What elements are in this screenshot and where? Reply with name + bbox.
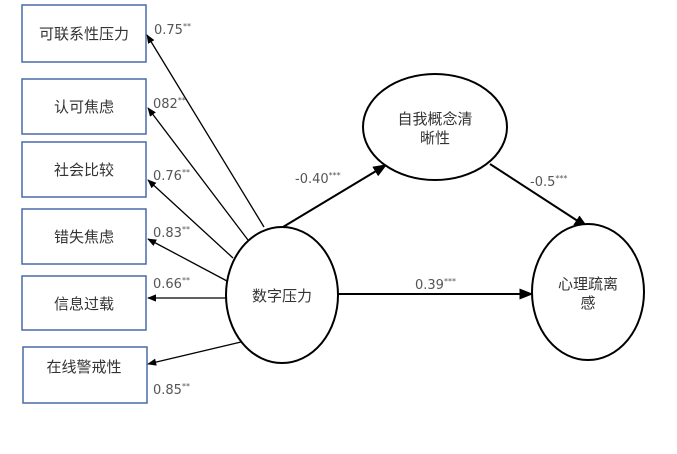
indicator-box-fomo: 错失焦虑 xyxy=(21,208,147,265)
latent-label: 数字压力 xyxy=(252,287,312,305)
svg-text:0.39***: 0.39*** xyxy=(415,277,456,293)
indicator-box-social-comparison: 社会比较 xyxy=(21,141,147,198)
loading-arrow-4 xyxy=(147,238,228,282)
svg-text:0.76**: 0.76** xyxy=(153,168,190,184)
indicator-label: 错失焦虑 xyxy=(54,228,114,246)
svg-text:0.66**: 0.66** xyxy=(153,276,190,292)
latent-label-line1: 自我概念清 xyxy=(397,110,472,128)
loading-arrow-1 xyxy=(146,34,265,228)
svg-text:-0.40***: -0.40*** xyxy=(295,171,341,187)
svg-text:-0.5***: -0.5*** xyxy=(530,174,567,190)
indicator-label: 信息过载 xyxy=(54,295,114,313)
latent-psychological-alienation: 心理疏离 感 xyxy=(531,223,645,361)
path-coef-selfconcept-alienation: -0.5*** xyxy=(530,174,567,190)
indicator-box-information-overload: 信息过载 xyxy=(21,275,147,331)
loading-coef-6: 0.85** xyxy=(153,382,190,398)
loading-coef-2: 082** xyxy=(153,96,186,112)
loading-coef-4: 0.83** xyxy=(153,225,190,241)
indicator-box-approval-anxiety: 认可焦虑 xyxy=(21,78,147,135)
indicator-label: 在线警戒性 xyxy=(46,358,121,376)
path-selfconcept-to-alienation xyxy=(489,163,589,228)
loading-coef-3: 0.76** xyxy=(153,168,190,184)
latent-label-line1: 心理疏离 xyxy=(558,275,618,293)
latent-label-line2: 感 xyxy=(580,294,595,312)
loading-coef-5: 0.66** xyxy=(153,276,190,292)
path-stress-to-selfconcept xyxy=(282,164,388,228)
path-coef-stress-alienation: 0.39*** xyxy=(415,277,456,293)
latent-label-line2: 晰性 xyxy=(420,129,450,147)
indicator-label: 认可焦虑 xyxy=(54,98,114,116)
loading-arrow-3 xyxy=(147,179,234,259)
svg-text:0.83**: 0.83** xyxy=(153,225,190,241)
svg-text:0.85**: 0.85** xyxy=(153,382,190,398)
path-coef-stress-selfconcept: -0.40*** xyxy=(295,171,341,187)
loading-arrow-2 xyxy=(147,107,249,241)
indicator-box-connectivity-pressure: 可联系性压力 xyxy=(21,4,147,63)
indicator-box-online-vigilance: 在线警戒性 xyxy=(22,346,148,404)
latent-digital-stress: 数字压力 xyxy=(225,226,339,364)
indicator-label: 可联系性压力 xyxy=(39,25,129,43)
svg-text:082**: 082** xyxy=(153,96,186,112)
loading-coef-1: 0.75** xyxy=(154,22,191,38)
svg-text:0.75**: 0.75** xyxy=(154,22,191,38)
latent-self-concept-clarity: 自我概念清 晰性 xyxy=(362,73,508,181)
loading-arrow-6 xyxy=(147,341,242,366)
indicator-label: 社会比较 xyxy=(54,161,114,179)
